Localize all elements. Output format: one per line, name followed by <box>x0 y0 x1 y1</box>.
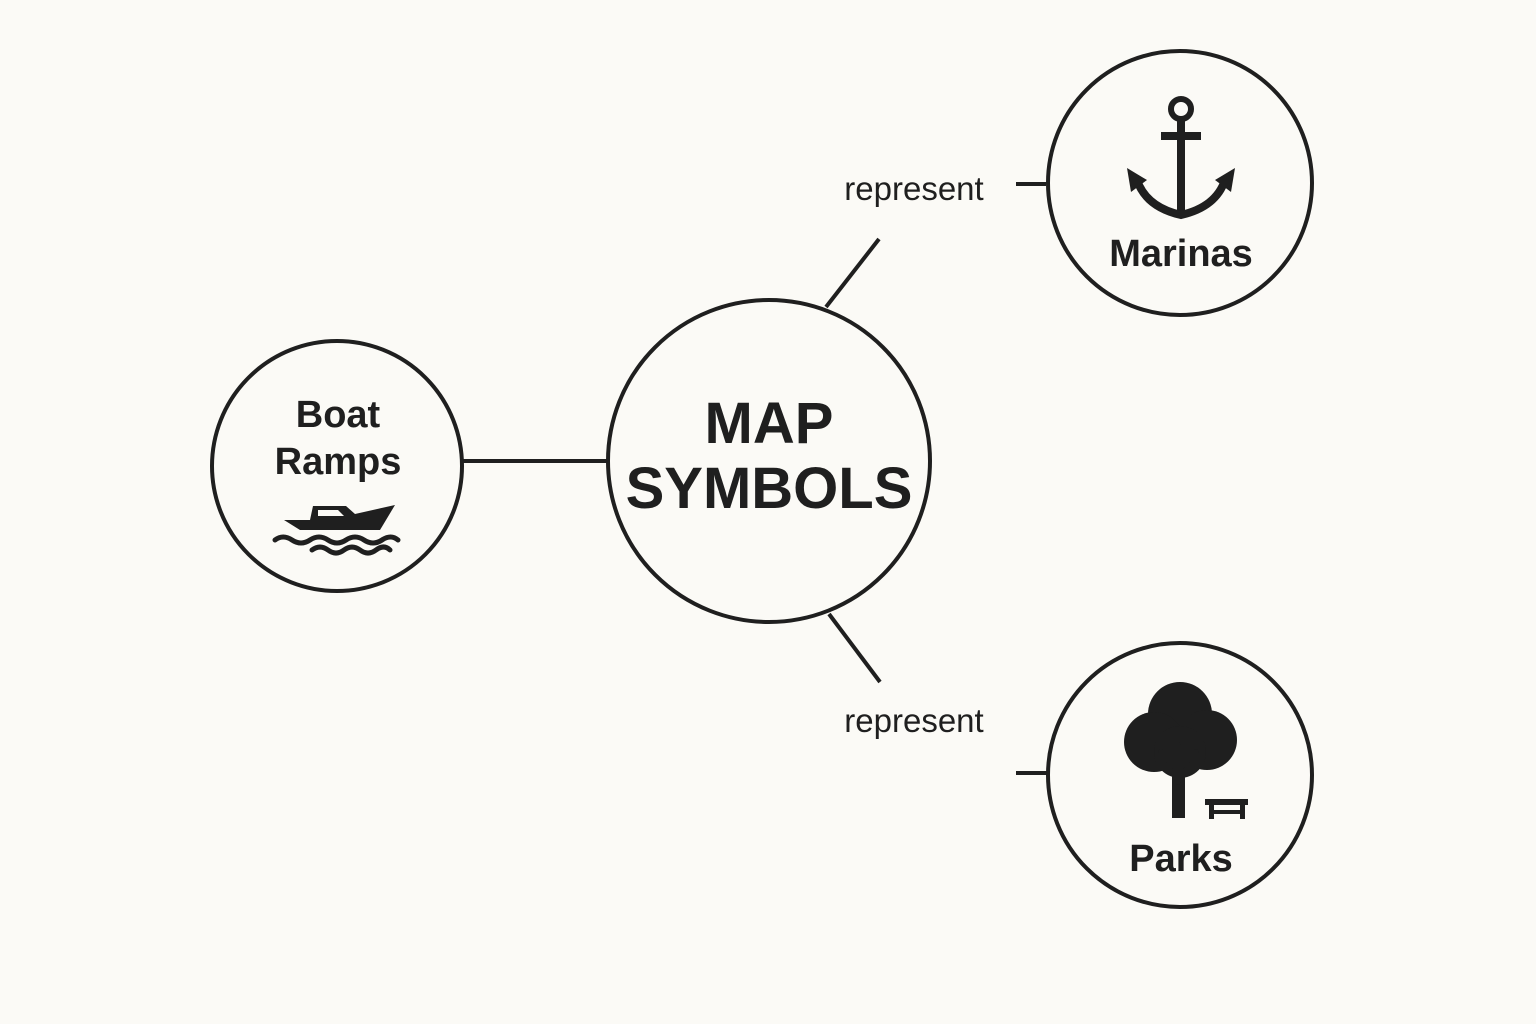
center-title-line2: SYMBOLS <box>626 456 913 521</box>
edge-center-marinas <box>824 237 881 309</box>
edge-center-parks <box>827 612 882 684</box>
boat-ramps-label-line2: Ramps <box>275 441 402 483</box>
edge-label-parks: represent <box>844 702 983 739</box>
edge-label-marinas: represent <box>844 170 983 207</box>
boat-ramps-circle <box>210 339 464 593</box>
marinas-label: Marinas <box>1109 233 1253 275</box>
boat-icon <box>272 505 401 556</box>
center-node: MAP SYMBOLS <box>606 298 932 624</box>
center-circle <box>606 298 932 624</box>
anchor-icon <box>1127 96 1235 220</box>
boat-ramps-label-line1: Boat <box>296 394 381 436</box>
marinas-node: Marinas <box>1046 49 1314 317</box>
marinas-circle <box>1046 49 1314 317</box>
tree-icon <box>1124 682 1248 819</box>
parks-label: Parks <box>1129 838 1233 880</box>
parks-circle <box>1046 641 1314 909</box>
parks-node: Parks <box>1046 641 1314 909</box>
boat-ramps-node: Boat Ramps <box>210 339 464 593</box>
center-title-line1: MAP <box>705 391 834 456</box>
